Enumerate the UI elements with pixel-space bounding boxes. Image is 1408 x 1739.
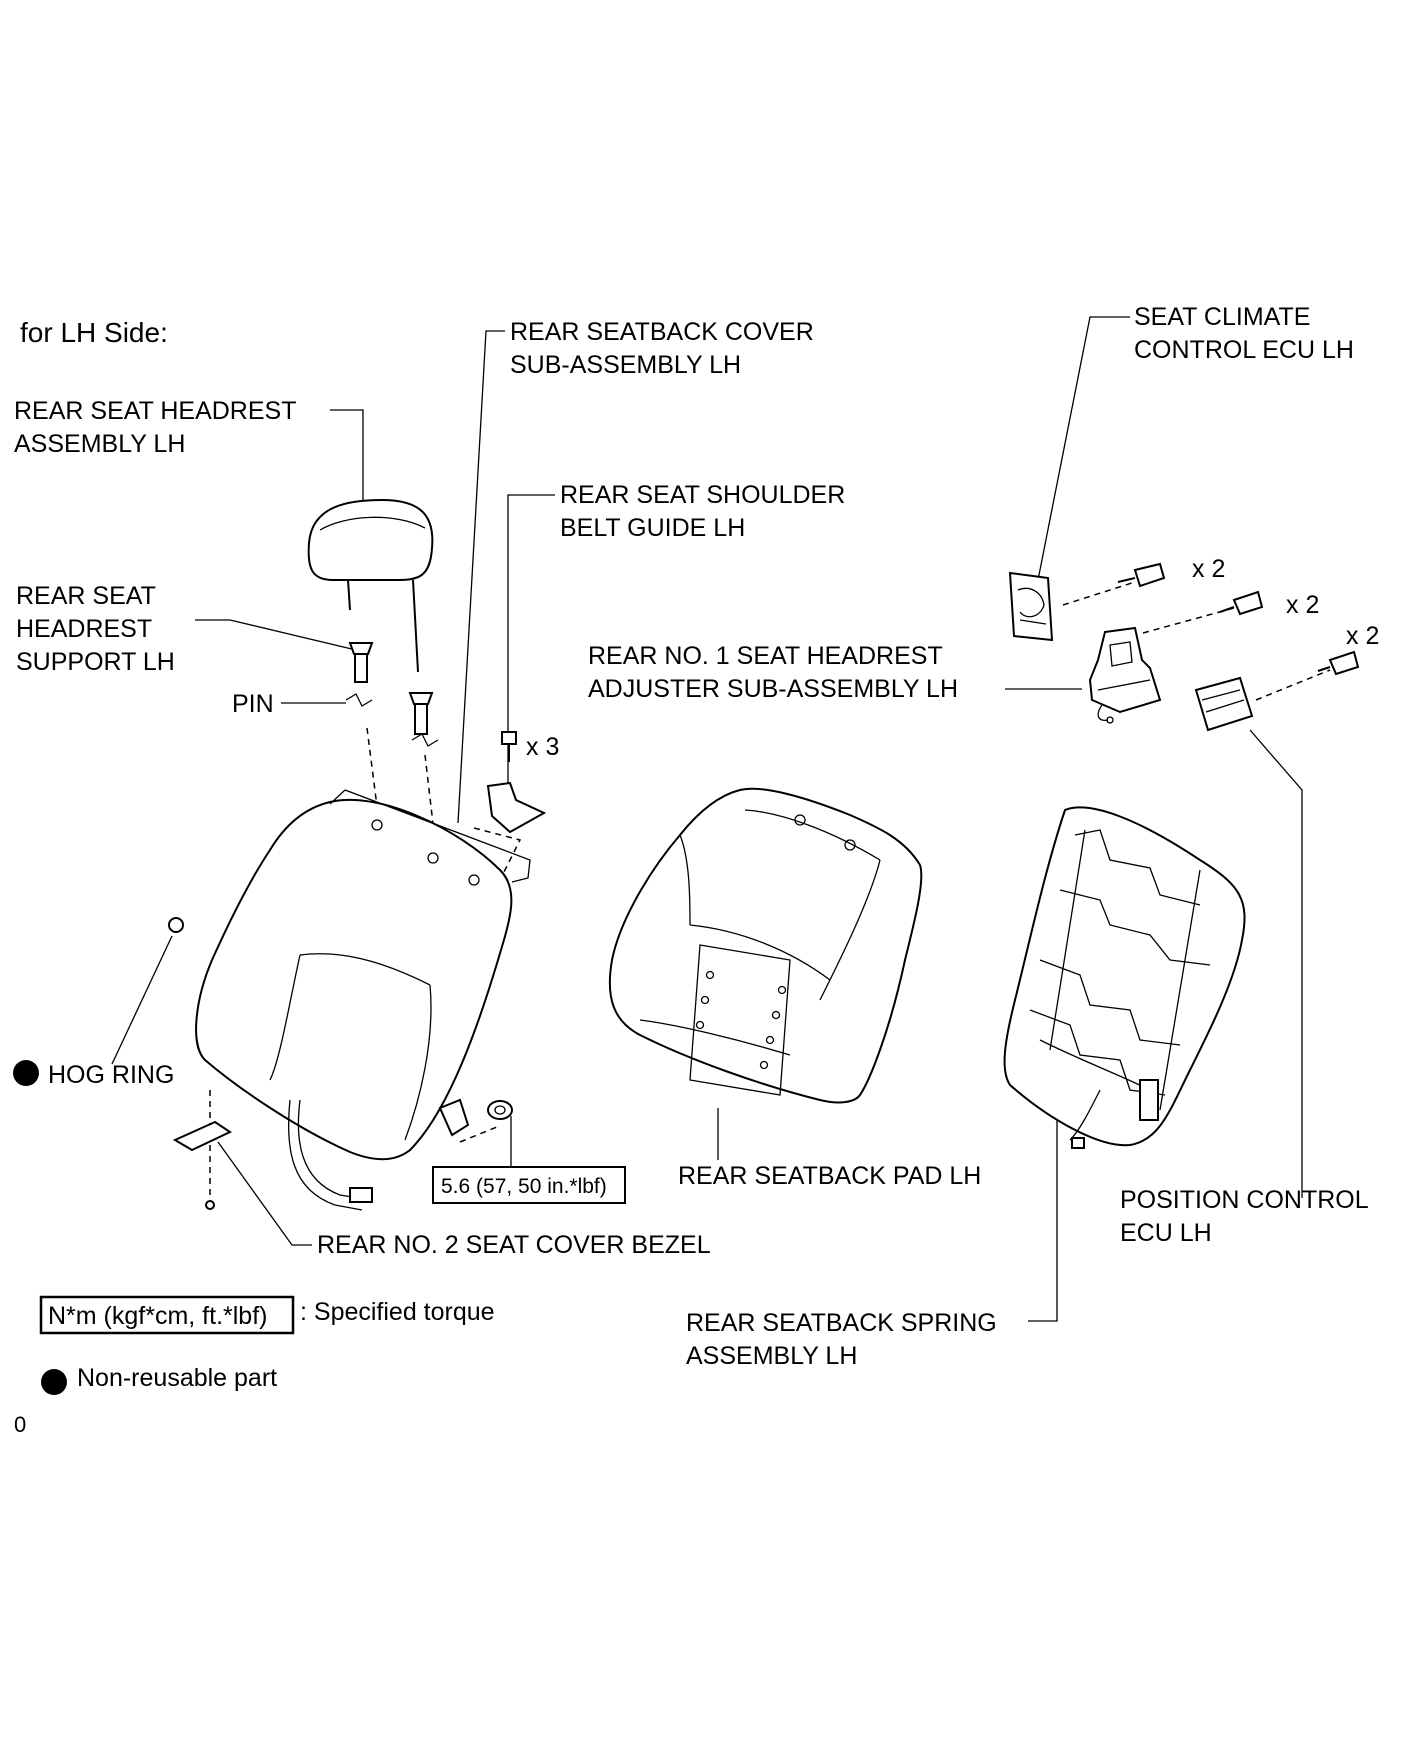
label-position-control-ecu-line2: ECU LH [1120,1219,1212,1247]
nut-drawing [487,1100,513,1120]
leader-seatback-spring [1028,1072,1058,1322]
assembly-line-position-ecu [1255,669,1331,701]
label-seatback-cover-line2: SUB-ASSEMBLY LH [510,351,741,379]
legend-torque-box-text: N*m (kgf*cm, ft.*lbf) [48,1302,267,1330]
headrest-assembly-drawing [307,498,434,673]
leader-seat-cover-bezel [217,1141,312,1246]
label-seat-climate-ecu-line1: SEAT CLIMATE [1134,303,1310,331]
section-heading: for LH Side: [20,317,168,348]
legend-nonreusable-dot [41,1369,67,1395]
label-seatback-pad: REAR SEATBACK PAD LH [678,1162,981,1190]
position-ecu-bolt-drawing [1317,650,1360,676]
qty-adjuster-bolts: x 2 [1286,591,1319,619]
hog-ring-drawing [168,917,184,933]
climate-ecu-bolt-drawing [1117,562,1166,588]
label-position-control-ecu-line1: POSITION CONTROL [1120,1186,1369,1214]
pin-drawing [345,693,439,747]
position-control-ecu-drawing [1194,676,1254,732]
label-headrest-adjuster-line1: REAR NO. 1 SEAT HEADREST [588,642,943,670]
label-seatback-spring-line2: ASSEMBLY LH [686,1342,857,1370]
assembly-line-climate-ecu [1062,581,1136,606]
shoulder-belt-guide-drawing [486,731,547,834]
qty-climate-ecu-bolts: x 2 [1192,555,1225,583]
leader-headrest-assembly [330,409,364,500]
legend-nonreusable-text: Non-reusable part [77,1364,277,1392]
leader-shoulder-belt-guide [507,494,555,800]
seatback-pad-drawing [608,787,923,1104]
figure-code: 0 [14,1412,26,1437]
label-headrest-support-line2: HEADREST [16,615,152,643]
seat-climate-ecu-drawing [1008,571,1054,642]
label-headrest-adjuster-line2: ADJUSTER SUB-ASSEMBLY LH [588,675,958,703]
label-headrest-support-line1: REAR SEAT [16,582,156,610]
qty-position-ecu-bolts: x 2 [1346,622,1379,650]
label-headrest-assembly-line1: REAR SEAT HEADREST [14,397,296,425]
leader-hog-ring [111,935,173,1065]
leader-seatback-cover [457,330,505,824]
label-shoulder-belt-guide-line2: BELT GUIDE LH [560,514,745,542]
torque-spec-box [432,1166,626,1204]
label-pin: PIN [232,690,274,718]
headrest-support-drawing [348,642,434,735]
leader-position-control-ecu [1249,729,1303,1198]
headrest-adjuster-drawing [1088,626,1162,724]
label-shoulder-belt-guide-line1: REAR SEAT SHOULDER [560,481,845,509]
label-seat-climate-ecu-line2: CONTROL ECU LH [1134,336,1354,364]
label-hog-ring: HOG RING [48,1061,174,1089]
label-headrest-assembly-line2: ASSEMBLY LH [14,430,185,458]
legend-torque-box [39,1295,295,1335]
leader-seat-climate-ecu [1037,316,1130,581]
torque-spec-value: 5.6 (57, 50 in.*lbf) [441,1175,607,1198]
assembly-line-adjuster [1142,607,1235,634]
leader-headrest-support [195,619,357,651]
hog-ring-nonreusable-dot [13,1060,39,1086]
seatback-spring-drawing [1003,806,1246,1149]
label-seatback-spring-line1: REAR SEATBACK SPRING [686,1309,997,1337]
seatback-cover-drawing [195,789,531,1211]
label-seat-cover-bezel: REAR NO. 2 SEAT COVER BEZEL [317,1231,711,1259]
label-seatback-cover-line1: REAR SEATBACK COVER [510,318,814,346]
label-headrest-support-line3: SUPPORT LH [16,648,175,676]
qty-belt-guide-bolts: x 3 [526,733,559,761]
assembly-line-nut [459,1126,498,1143]
adjuster-bolt-drawing [1219,590,1264,616]
legend-torque-text: : Specified torque [300,1298,495,1326]
seat-cover-bezel-drawing [172,1120,233,1210]
